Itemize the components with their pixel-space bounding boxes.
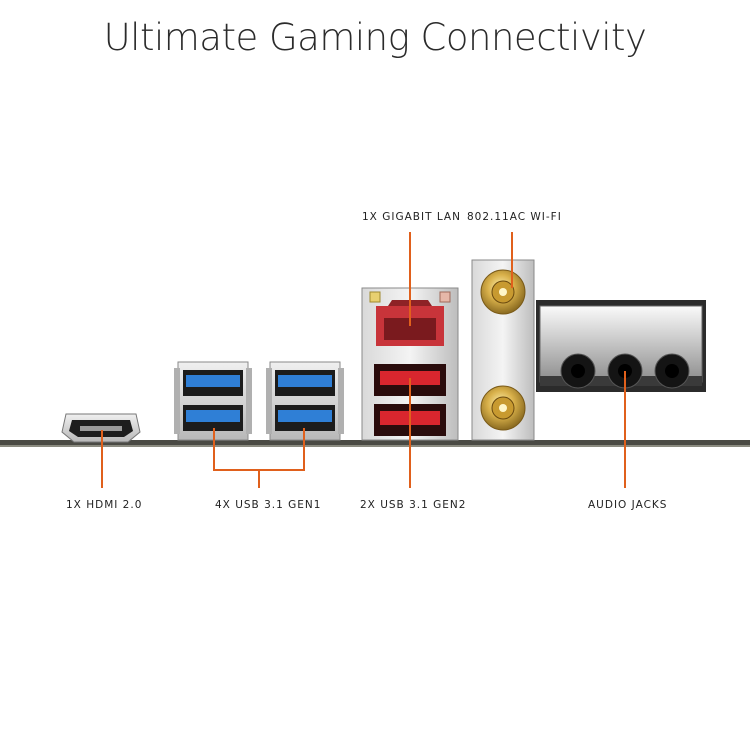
label-usb-gen1: 4X USB 3.1 GEN1	[215, 499, 322, 511]
audio-jack-block	[536, 300, 706, 392]
hdmi-port	[61, 413, 141, 443]
label-wifi: 802.11AC WI-FI	[467, 211, 562, 223]
callout-lines	[101, 232, 626, 488]
label-audio-jacks: AUDIO JACKS	[588, 499, 668, 511]
label-hdmi: 1X HDMI 2.0	[66, 499, 143, 511]
motherboard-edge	[0, 440, 750, 447]
label-usb-gen2: 2X USB 3.1 GEN2	[360, 499, 467, 511]
wifi-antenna-bracket	[471, 259, 535, 441]
page-title: Ultimate Gaming Connectivity	[103, 16, 647, 59]
label-gigabit-lan: 1X GIGABIT LAN	[362, 211, 461, 223]
usb-gen1-stack-right	[266, 361, 344, 441]
